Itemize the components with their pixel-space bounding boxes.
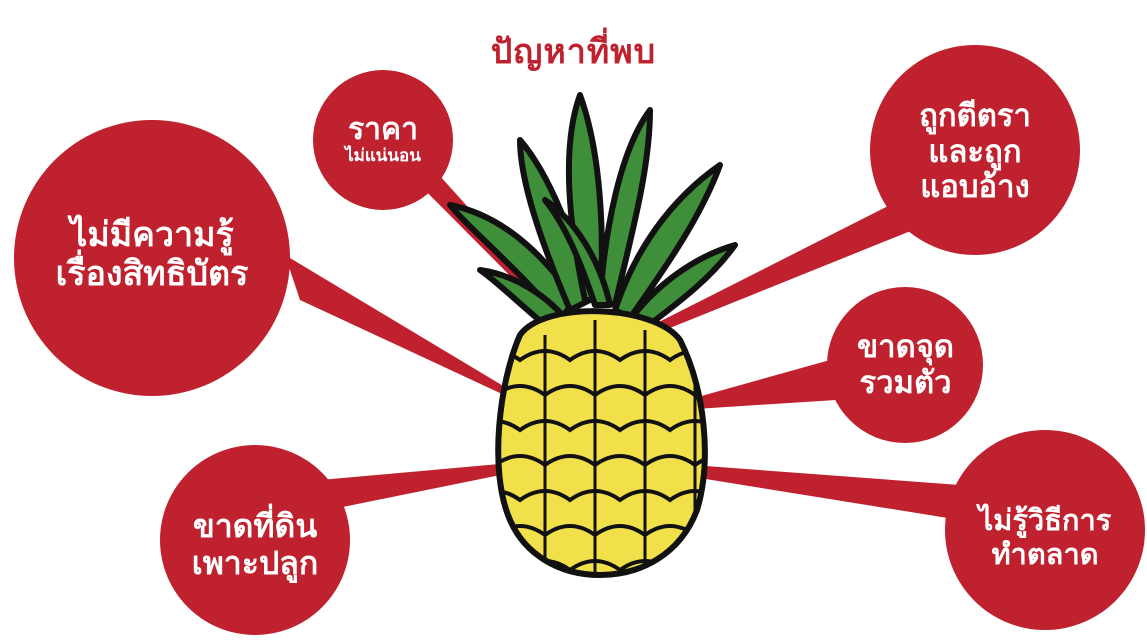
issue-brand-line2: และถูก — [928, 133, 1022, 170]
bubble-price — [313, 70, 453, 210]
pointer-brand — [653, 200, 918, 332]
issue-brand-line3: แอบอ้าง — [920, 169, 1030, 206]
issue-price-line2: ไม่แน่นอน — [345, 146, 421, 167]
issue-land-line1: ขาดที่ดิน — [192, 507, 318, 546]
bubble-price-text: ราคา ไม่แน่นอน — [323, 95, 443, 185]
pineapple-illustration — [447, 92, 738, 579]
diagram-title: ปัญหาที่พบ — [490, 32, 657, 72]
bubble-hub — [827, 287, 983, 443]
issue-ip-line1: ไม่มีความรู้ — [70, 214, 234, 255]
issue-price-line1: ราคา — [348, 111, 418, 147]
issue-hub-line1: ขาดจุด — [856, 328, 955, 365]
bubble-brand-text: ถูกตีตรา และถูก แอบอ้าง — [880, 85, 1070, 220]
issue-land-line2: เพาะปลูก — [191, 544, 319, 582]
pointer-market — [650, 462, 960, 520]
bubbles — [14, 45, 1145, 635]
pineapple-leaves — [447, 92, 738, 331]
bubble-hub-text: ขาดจุด รวมตัว — [838, 318, 973, 413]
issue-ip-line2: เรื่องสิทธิบัตร — [55, 254, 249, 294]
issue-market-line1: ไม่รู้วิธีการ — [978, 503, 1112, 538]
bubble-brand — [870, 45, 1080, 255]
issue-market-line2: ทำตลาด — [991, 536, 1099, 571]
pointer-land — [320, 462, 525, 510]
bubble-ip-text: ไม่มีความรู้ เรื่องสิทธิบัตร — [22, 195, 282, 315]
bubble-market — [945, 430, 1145, 630]
bubble-ip — [14, 120, 290, 396]
issue-brand-line1: ถูกตีตรา — [919, 98, 1031, 135]
pointer-ip — [285, 255, 515, 400]
bubble-land-text: ขาดที่ดิน เพาะปลูก — [165, 495, 345, 595]
bubble-market-text: ไม่รู้วิธีการ ทำตลาด — [950, 490, 1140, 585]
pointer-hub — [680, 360, 836, 410]
bubble-land — [160, 445, 350, 635]
issue-hub-line2: รวมตัว — [859, 364, 952, 401]
